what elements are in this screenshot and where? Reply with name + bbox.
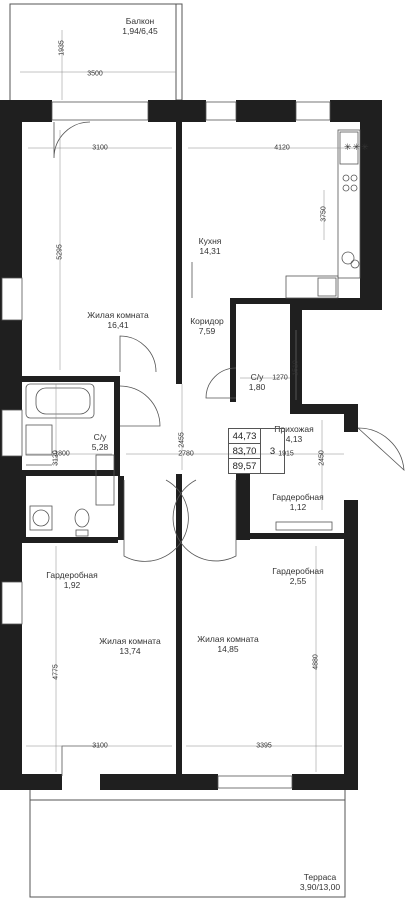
dim-balcony-width: 3500 <box>87 70 103 78</box>
room-wc-name: С/у <box>250 372 264 382</box>
room-wc-area: 1,80 <box>248 382 266 392</box>
room-wc: С/у 1,80 <box>249 372 266 392</box>
dim-balcony-height: 1935 <box>58 40 66 56</box>
room-wardrobe3: Гардеробная 2,55 <box>272 566 323 586</box>
room-terrace-area: 3,90/13,00 <box>299 882 341 892</box>
room-living2-area: 13,74 <box>119 646 141 656</box>
room-wardrobe3-area: 2,55 <box>289 576 307 586</box>
total-area: 83,70 <box>229 444 260 459</box>
room-wardrobe3-name: Гардеробная <box>272 566 324 576</box>
room-living2: Жилая комната 13,74 <box>99 636 160 656</box>
room-bathroom-area: 5,28 <box>91 442 109 452</box>
dim-living1-height: 5295 <box>56 244 64 260</box>
room-balcony: Балкон 1,94/6,45 <box>122 16 157 36</box>
room-wardrobe2-name: Гардеробная <box>46 570 98 580</box>
room-living1-area: 16,41 <box>107 320 129 330</box>
kitchen-fixtures <box>191 129 361 299</box>
room-living3-area: 14,85 <box>217 644 239 654</box>
dim-corridor-width: 2780 <box>178 450 194 458</box>
dim-hall-height: 2450 <box>318 450 326 466</box>
dim-living3-width: 3395 <box>256 742 272 750</box>
room-wardrobe2: Гардеробная 1,92 <box>46 570 97 590</box>
room-terrace-name: Терраса <box>303 872 337 882</box>
room-kitchen: Кухня 14,31 <box>199 236 222 256</box>
room-count: 3 <box>269 445 276 457</box>
room-kitchen-area: 14,31 <box>199 246 221 256</box>
room-hallway: Прихожая 4,13 <box>274 424 313 444</box>
room-living1: Жилая комната 16,41 <box>87 310 148 330</box>
room-kitchen-name: Кухня <box>198 236 222 246</box>
windows <box>1 101 331 789</box>
dim-hall-width: 1915 <box>278 450 294 458</box>
room-living2-name: Жилая комната <box>99 636 161 646</box>
dim-living2-width: 3100 <box>92 742 108 750</box>
room-corridor: Коридор 7,59 <box>190 316 224 336</box>
room-living3: Жилая комната 14,85 <box>197 634 258 654</box>
room-living1-name: Жилая комната <box>87 310 149 320</box>
room-wardrobe1-name: Гардеробная <box>272 492 324 502</box>
dim-bath-width: 1800 <box>54 450 70 458</box>
total-area-with-outdoor: 89,57 <box>232 461 257 472</box>
stove-icon: ✳✳✳ <box>344 142 370 152</box>
dim-wc-width: 1270 <box>272 374 288 382</box>
dimension-lines <box>20 30 356 772</box>
room-bathroom-name: С/у <box>93 432 107 442</box>
room-hallway-area: 4,13 <box>285 434 303 444</box>
room-wardrobe1: Гардеробная 1,12 <box>272 492 323 512</box>
room-corridor-name: Коридор <box>190 316 224 326</box>
dim-living1-width: 3100 <box>92 144 108 152</box>
dim-living3-height: 4880 <box>312 654 320 670</box>
area-summary: 44,73 83,70 89,57 3 <box>228 428 285 474</box>
room-corridor-area: 7,59 <box>198 326 216 336</box>
outer-walls <box>0 100 382 790</box>
room-wardrobe1-area: 1,12 <box>289 502 307 512</box>
room-bathroom: С/у 5,28 <box>92 432 109 452</box>
dim-kitchen-width: 4120 <box>274 144 290 152</box>
room-balcony-area: 1,94/6,45 <box>122 26 158 36</box>
dim-kitchen-height: 3750 <box>320 206 328 222</box>
terrace-outline <box>29 790 346 898</box>
room-balcony-name: Балкон <box>125 16 155 26</box>
bathroom-fixtures <box>25 383 333 537</box>
room-hallway-name: Прихожая <box>274 424 314 434</box>
dim-living2-height: 4775 <box>52 664 60 680</box>
room-wardrobe2-area: 1,92 <box>63 580 81 590</box>
internal-walls <box>22 122 346 776</box>
area-summary-values: 44,73 83,70 89,57 <box>229 429 261 473</box>
room-living3-name: Жилая комната <box>197 634 259 644</box>
living-area: 44,73 <box>229 429 260 444</box>
room-terrace: Терраса 3,90/13,00 <box>300 872 340 892</box>
dim-corridor-height: 2455 <box>178 432 186 448</box>
dim-wc-height: 1510 <box>292 360 300 376</box>
